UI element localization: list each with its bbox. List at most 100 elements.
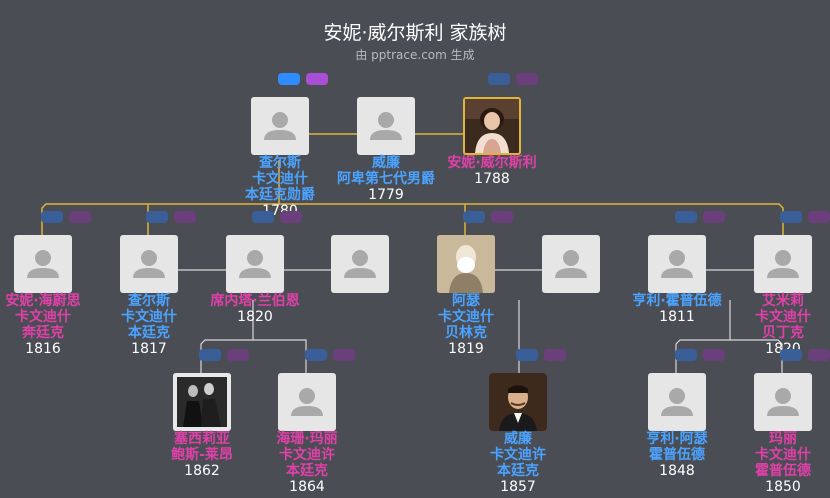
expand-ancestors-button[interactable] xyxy=(146,211,168,223)
expand-controls xyxy=(516,349,568,361)
portrait-photo[interactable] xyxy=(463,97,521,155)
avatar-placeholder-icon[interactable] xyxy=(120,235,178,293)
person-name-line: 查尔斯 xyxy=(128,293,170,309)
person-name-line: 霍普伍德 xyxy=(649,447,705,463)
expand-descendants-button[interactable] xyxy=(280,211,302,223)
person-name-line: 贝丁克 xyxy=(762,325,804,341)
avatar-placeholder-icon[interactable] xyxy=(754,373,812,431)
person-name[interactable]: 亨利·阿瑟霍普伍德 xyxy=(613,431,741,463)
birth-year: 1862 xyxy=(184,463,220,479)
avatar-placeholder-icon[interactable] xyxy=(357,97,415,155)
person-name[interactable]: 塞西莉亚鲍斯-莱昂 xyxy=(138,431,266,463)
expand-descendants-button[interactable] xyxy=(544,349,566,361)
expand-controls xyxy=(252,211,304,223)
expand-ancestors-button[interactable] xyxy=(675,349,697,361)
person-name[interactable]: 安妮·威尔斯利 xyxy=(428,155,556,171)
expand-descendants-button[interactable] xyxy=(227,349,249,361)
avatar-placeholder-icon[interactable] xyxy=(278,373,336,431)
expand-descendants-button[interactable] xyxy=(306,73,328,85)
birth-year: 1816 xyxy=(25,341,61,357)
expand-controls xyxy=(463,211,515,223)
person-name-line: 奔廷克 xyxy=(22,325,64,341)
person-name-line: 霍普伍德 xyxy=(755,463,811,479)
expand-controls xyxy=(41,211,93,223)
expand-descendants-button[interactable] xyxy=(69,211,91,223)
expand-ancestors-button[interactable] xyxy=(252,211,274,223)
expand-descendants-button[interactable] xyxy=(808,211,830,223)
birth-year: 1817 xyxy=(131,341,167,357)
avatar-placeholder-icon[interactable] xyxy=(226,235,284,293)
expand-controls xyxy=(488,73,540,85)
expand-descendants-button[interactable] xyxy=(174,211,196,223)
expand-ancestors-button[interactable] xyxy=(675,211,697,223)
person-name[interactable]: 威廉阿卑第七代男爵 xyxy=(322,155,450,187)
expand-ancestors-button[interactable] xyxy=(278,73,300,85)
person-name[interactable]: 玛丽卡文迪什霍普伍德 xyxy=(719,431,830,479)
birth-year: 1850 xyxy=(765,479,801,495)
expand-controls xyxy=(675,211,727,223)
avatar-placeholder-icon[interactable] xyxy=(542,235,600,293)
portrait-photo[interactable] xyxy=(437,235,495,293)
expand-ancestors-button[interactable] xyxy=(780,349,802,361)
person-name-line: 卡文迪什 xyxy=(755,309,811,325)
expand-descendants-button[interactable] xyxy=(333,349,355,361)
page-subtitle: 由 pptrace.com 生成 xyxy=(355,48,475,62)
person-name-line: 鲍斯-莱昂 xyxy=(171,447,233,463)
expand-ancestors-button[interactable] xyxy=(780,211,802,223)
person-name-line: 本廷克 xyxy=(286,463,328,479)
person-name-line: 威廉 xyxy=(372,155,400,171)
person-name-line: 塞西莉亚 xyxy=(174,431,230,447)
person-name[interactable]: 亨利·霍普伍德 xyxy=(613,293,741,309)
person-name-line: 查尔斯 xyxy=(259,155,301,171)
person-name-line: 卡文迪什 xyxy=(15,309,71,325)
birth-year: 1864 xyxy=(289,479,325,495)
page-title: 安妮·威尔斯利 家族树 xyxy=(323,22,507,44)
expand-descendants-button[interactable] xyxy=(808,349,830,361)
person-name-line: 卡文迪什 xyxy=(438,309,494,325)
expand-controls xyxy=(199,349,251,361)
person-name[interactable]: 安妮·海蔚思卡文迪什奔廷克 xyxy=(0,293,107,341)
birth-year: 1811 xyxy=(659,309,695,325)
expand-ancestors-button[interactable] xyxy=(463,211,485,223)
expand-descendants-button[interactable] xyxy=(703,349,725,361)
person-name-line: 威廉 xyxy=(504,431,532,447)
avatar-placeholder-icon[interactable] xyxy=(754,235,812,293)
avatar-placeholder-icon[interactable] xyxy=(14,235,72,293)
expand-descendants-button[interactable] xyxy=(491,211,513,223)
expand-ancestors-button[interactable] xyxy=(488,73,510,85)
expand-descendants-button[interactable] xyxy=(703,211,725,223)
person-name-line: 艾米莉 xyxy=(762,293,804,309)
expand-descendants-button[interactable] xyxy=(516,73,538,85)
portrait-photo[interactable] xyxy=(173,373,231,431)
person-name[interactable]: 席内塔·兰伯恩 xyxy=(191,293,319,309)
birth-year: 1788 xyxy=(474,171,510,187)
person-name[interactable]: 海珊·玛丽卡文迪许本廷克 xyxy=(243,431,371,479)
expand-controls xyxy=(305,349,357,361)
descent-sarah-b xyxy=(253,339,307,373)
expand-ancestors-button[interactable] xyxy=(305,349,327,361)
person-name-line: 卡文迪什 xyxy=(121,309,177,325)
avatar-placeholder-icon[interactable] xyxy=(648,235,706,293)
birth-year: 1819 xyxy=(448,341,484,357)
expand-ancestors-button[interactable] xyxy=(41,211,63,223)
person-name-line: 亨利·霍普伍德 xyxy=(632,293,722,309)
birth-year: 1848 xyxy=(659,463,695,479)
expand-controls xyxy=(278,73,330,85)
person-name-line: 海珊·玛丽 xyxy=(276,431,338,447)
person-name-line: 席内塔·兰伯恩 xyxy=(210,293,300,309)
person-name[interactable]: 查尔斯卡文迪什本廷克 xyxy=(85,293,213,341)
avatar-placeholder-icon[interactable] xyxy=(331,235,389,293)
person-name[interactable]: 阿瑟卡文迪什贝林克 xyxy=(402,293,530,341)
avatar-placeholder-icon[interactable] xyxy=(648,373,706,431)
portrait-photo[interactable] xyxy=(489,373,547,431)
expand-controls xyxy=(780,211,830,223)
expand-ancestors-button[interactable] xyxy=(516,349,538,361)
person-name-line: 本廷克 xyxy=(128,325,170,341)
expand-controls xyxy=(675,349,727,361)
person-name[interactable]: 查尔斯卡文迪什本廷克勋爵 xyxy=(216,155,344,203)
person-name[interactable]: 威廉卡文迪许本廷克 xyxy=(454,431,582,479)
avatar-placeholder-icon[interactable] xyxy=(251,97,309,155)
expand-ancestors-button[interactable] xyxy=(199,349,221,361)
person-name-line: 阿瑟 xyxy=(452,293,480,309)
person-name[interactable]: 艾米莉卡文迪什贝丁克 xyxy=(719,293,830,341)
